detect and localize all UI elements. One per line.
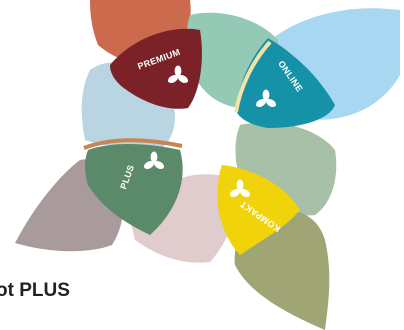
clover-icon — [143, 151, 165, 170]
clover-icon — [229, 179, 251, 198]
center-gap — [180, 116, 228, 164]
caption-text: ot PLUS — [0, 280, 70, 301]
accent-arc-orange — [83, 138, 183, 150]
clover-icon — [255, 89, 277, 108]
accent-arc-yellow — [234, 40, 272, 113]
petal-premium — [110, 28, 202, 109]
clover-icon — [167, 65, 189, 84]
